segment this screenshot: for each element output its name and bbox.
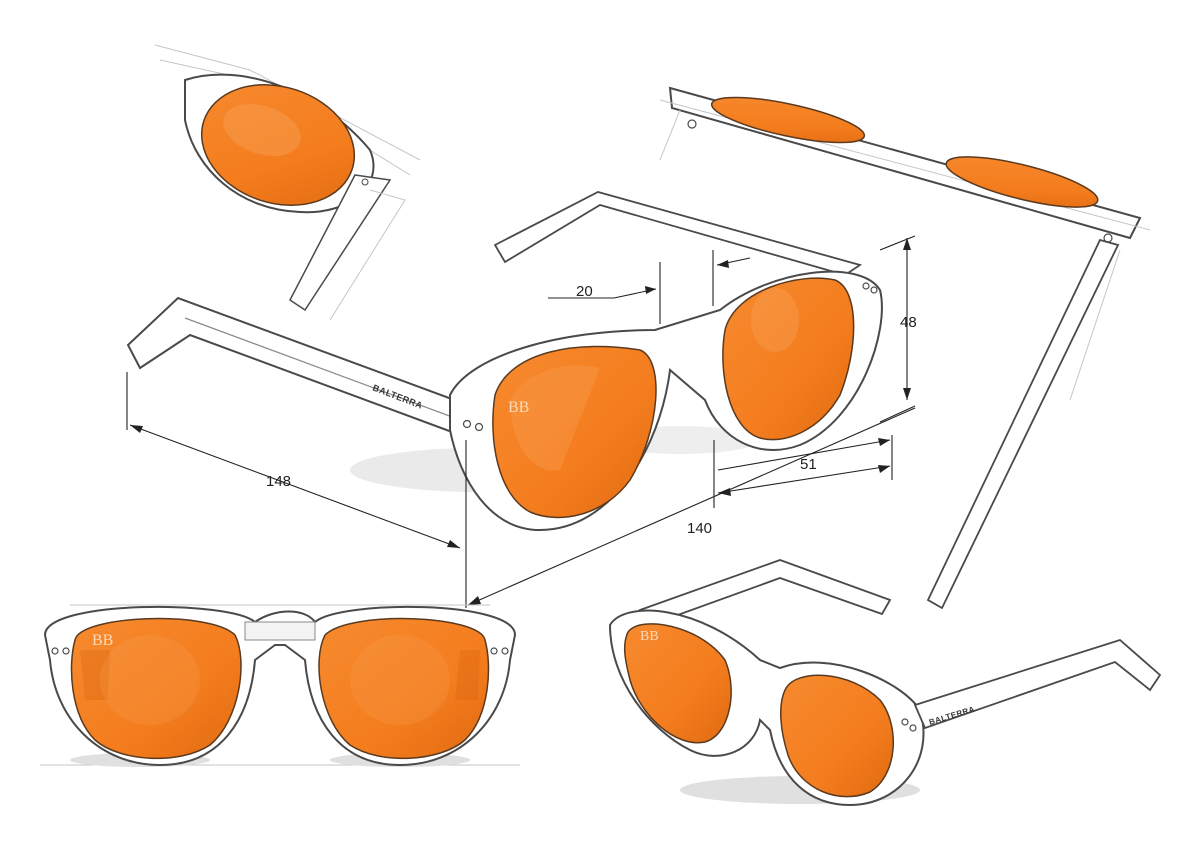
front-view: BB xyxy=(40,604,520,767)
perspective-lens-left xyxy=(623,623,732,744)
perspective-view: BALTERRA BB xyxy=(608,559,1162,807)
front-lens-left xyxy=(70,617,242,760)
dimension-labels: 20 48 51 140 148 xyxy=(266,283,917,537)
top-lens-right xyxy=(945,156,1099,208)
lens-monogram-front: BB xyxy=(92,632,113,649)
perspective-lens-right xyxy=(779,674,895,798)
dimension-bridge-width: 20 xyxy=(576,283,593,300)
top-down-view xyxy=(659,86,1151,610)
lens-monogram-perspective: BB xyxy=(640,629,659,644)
dimension-temple-length: 148 xyxy=(266,473,291,490)
dimension-frame-width: 140 xyxy=(687,520,712,537)
near-temple xyxy=(126,296,462,434)
dimension-annotations xyxy=(126,235,916,608)
top-lens-left xyxy=(710,96,866,144)
closeup-lens xyxy=(200,84,356,206)
dimension-lens-width: 51 xyxy=(800,456,817,473)
dimension-lens-height: 48 xyxy=(900,314,917,331)
lens-monogram-main: BB xyxy=(508,399,529,416)
main-three-quarter-view: BALTERRA BB xyxy=(126,191,883,532)
front-lens-right xyxy=(318,617,490,760)
main-lens-right xyxy=(722,277,855,441)
closeup-left-lens-view xyxy=(154,44,421,321)
main-lens-left xyxy=(492,345,657,519)
